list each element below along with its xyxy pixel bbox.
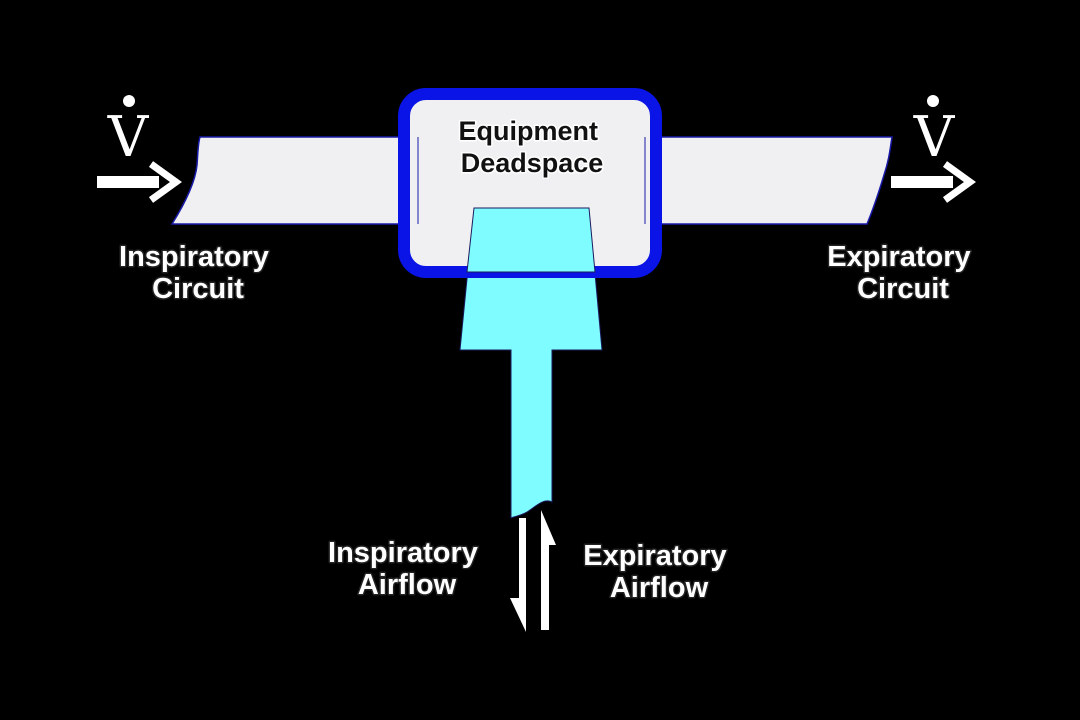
v-dot-symbol: V xyxy=(913,105,956,170)
expiratory-airflow-label: Expiratory Airflow xyxy=(583,540,735,604)
flow-dot xyxy=(123,95,135,107)
expiratory-circuit-label: Expiratory Circuit xyxy=(827,241,979,305)
inspiratory-airflow-label: Inspiratory Airflow xyxy=(328,537,486,601)
up-arrow xyxy=(541,510,556,630)
right-arrow-icon xyxy=(891,161,976,203)
equipment-deadspace-box xyxy=(398,88,662,278)
expiratory-flow-indicator: V xyxy=(891,95,976,203)
flow-dot xyxy=(927,95,939,107)
equipment-deadspace-label: Equipment Deadspace xyxy=(458,116,605,178)
v-dot-symbol: V xyxy=(107,105,150,170)
airway-tube xyxy=(459,207,603,519)
down-arrow xyxy=(510,518,526,632)
inspiratory-circuit-label: Inspiratory Circuit xyxy=(119,241,277,305)
expiratory-circuit-tube xyxy=(644,136,893,225)
right-arrow-icon xyxy=(97,161,182,203)
inspiratory-flow-indicator: V xyxy=(97,95,182,203)
inspiratory-circuit-tube xyxy=(170,136,419,225)
breathing-circuit-tube xyxy=(170,136,893,225)
up-down-arrow-icon xyxy=(510,510,556,632)
airway-connector xyxy=(459,207,603,519)
